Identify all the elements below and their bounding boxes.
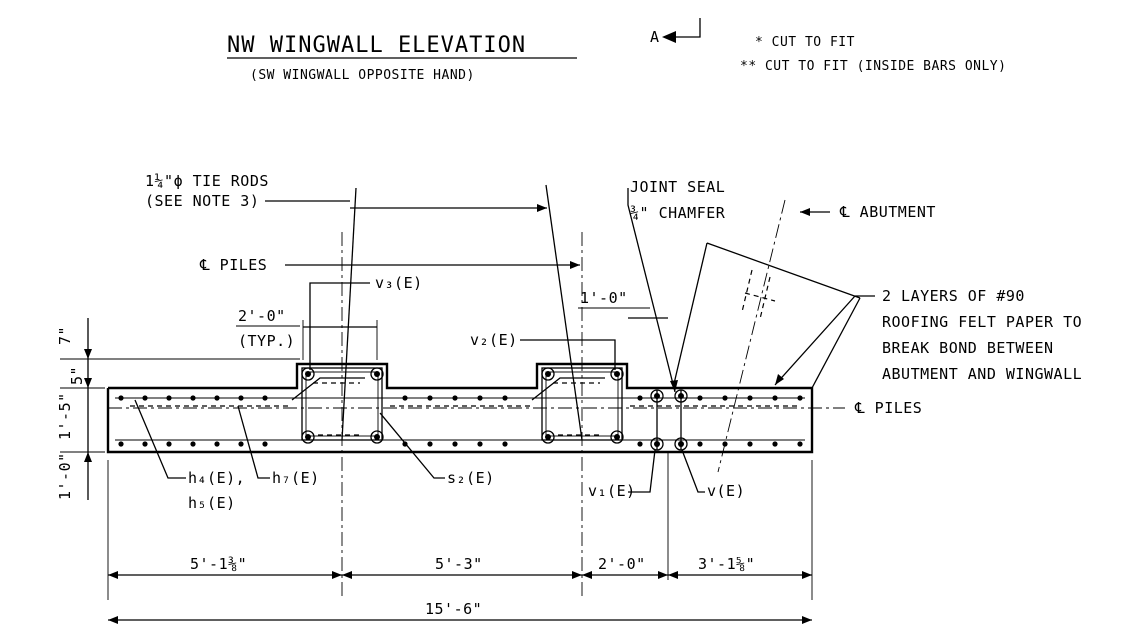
h4-label: h₄(E), <box>188 469 245 487</box>
rebar-dots-top <box>118 395 803 401</box>
chamfer-label: ¾" CHAMFER <box>630 204 726 222</box>
typ-label: (TYP.) <box>238 332 295 350</box>
horizontal-dimension-chain <box>107 452 813 624</box>
vertical-dimension-chain <box>60 318 300 500</box>
legend-cut-to-fit: * CUT TO FIT <box>755 35 855 50</box>
corner-bars <box>301 367 688 451</box>
felt-note-1: 2 LAYERS OF #90 <box>882 287 1025 305</box>
dim-total: 15'-6" <box>425 600 482 618</box>
joint-seal-leader <box>627 188 676 393</box>
dim-1ft-5in: 1'-5" <box>56 392 74 440</box>
h4-leader <box>134 399 186 479</box>
v2-label: v₂(E) <box>470 331 518 349</box>
section-arrow-icon <box>662 31 676 43</box>
h7-label: h₇(E) <box>272 469 320 487</box>
joint-seal-label: JOINT SEAL <box>630 178 725 196</box>
typ-spacing-label: 2'-0" <box>238 307 286 325</box>
s2-label: s₂(E) <box>447 469 495 487</box>
rebar-dots-bottom <box>118 441 803 447</box>
dim-2ft-0: 2'-0" <box>598 555 646 573</box>
wall-outline <box>106 362 814 454</box>
right-tie-rod <box>545 184 583 441</box>
v2-leader <box>520 339 616 370</box>
left-tie-rod <box>341 187 357 441</box>
dim-5in: 5" <box>68 366 86 385</box>
cl-piles-top-label: ℄ PILES <box>199 256 267 274</box>
abutment-outline <box>672 242 861 389</box>
dim-7in: 7" <box>56 326 74 345</box>
dim-1ft-0in: 1'-0" <box>56 452 74 500</box>
dim-5ft-3: 5'-3" <box>435 555 483 573</box>
cl-abutment-label: ℄ ABUTMENT <box>839 203 936 221</box>
felt-leader <box>774 295 875 386</box>
felt-note-3: BREAK BOND BETWEEN <box>882 339 1054 357</box>
v3-label: v₃(E) <box>375 274 423 292</box>
v1-label: v₁(E) <box>588 482 636 500</box>
tie-rods-arrow-icon <box>537 204 547 212</box>
dim-5ft-1-3-8: 5'-1⅜" <box>190 555 247 573</box>
section-line <box>675 18 701 38</box>
legend-cut-to-fit-inside: ** CUT TO FIT (INSIDE BARS ONLY) <box>740 59 1006 74</box>
s2-leader <box>379 412 445 479</box>
tie-rods-note: (SEE NOTE 3) <box>145 192 259 210</box>
abutment-centerline <box>717 199 786 473</box>
cl-abutment-arrow-icon <box>800 208 810 216</box>
abutment-bars <box>741 269 776 320</box>
section-marker: A <box>650 18 701 46</box>
cl-piles-arrow-icon <box>570 261 580 269</box>
section-letter: A <box>650 28 660 46</box>
v1-leader <box>628 449 656 493</box>
v-label: v(E) <box>707 482 745 500</box>
drawing-subtitle: (SW WINGWALL OPPOSITE HAND) <box>250 68 475 83</box>
drawing-title: NW WINGWALL ELEVATION <box>227 33 526 58</box>
tie-rods-label: 1¼"ϕ TIE RODS <box>145 172 269 190</box>
spacing-1ft-label: 1'-0" <box>580 289 628 307</box>
felt-arrow-icon <box>775 374 784 385</box>
felt-note-4: ABUTMENT AND WINGWALL <box>882 365 1082 383</box>
felt-note-2: ROOFING FELT PAPER TO <box>882 313 1082 331</box>
dim-3ft-1-5-8: 3'-1⅝" <box>698 555 755 573</box>
h7-leader <box>237 405 270 479</box>
v-leader <box>681 449 705 493</box>
v3-leader <box>309 282 370 370</box>
h5-label: h₅(E) <box>188 494 236 512</box>
joint-seal-arrow-icon <box>670 380 678 392</box>
cl-piles-right-label: ℄ PILES <box>854 399 922 417</box>
